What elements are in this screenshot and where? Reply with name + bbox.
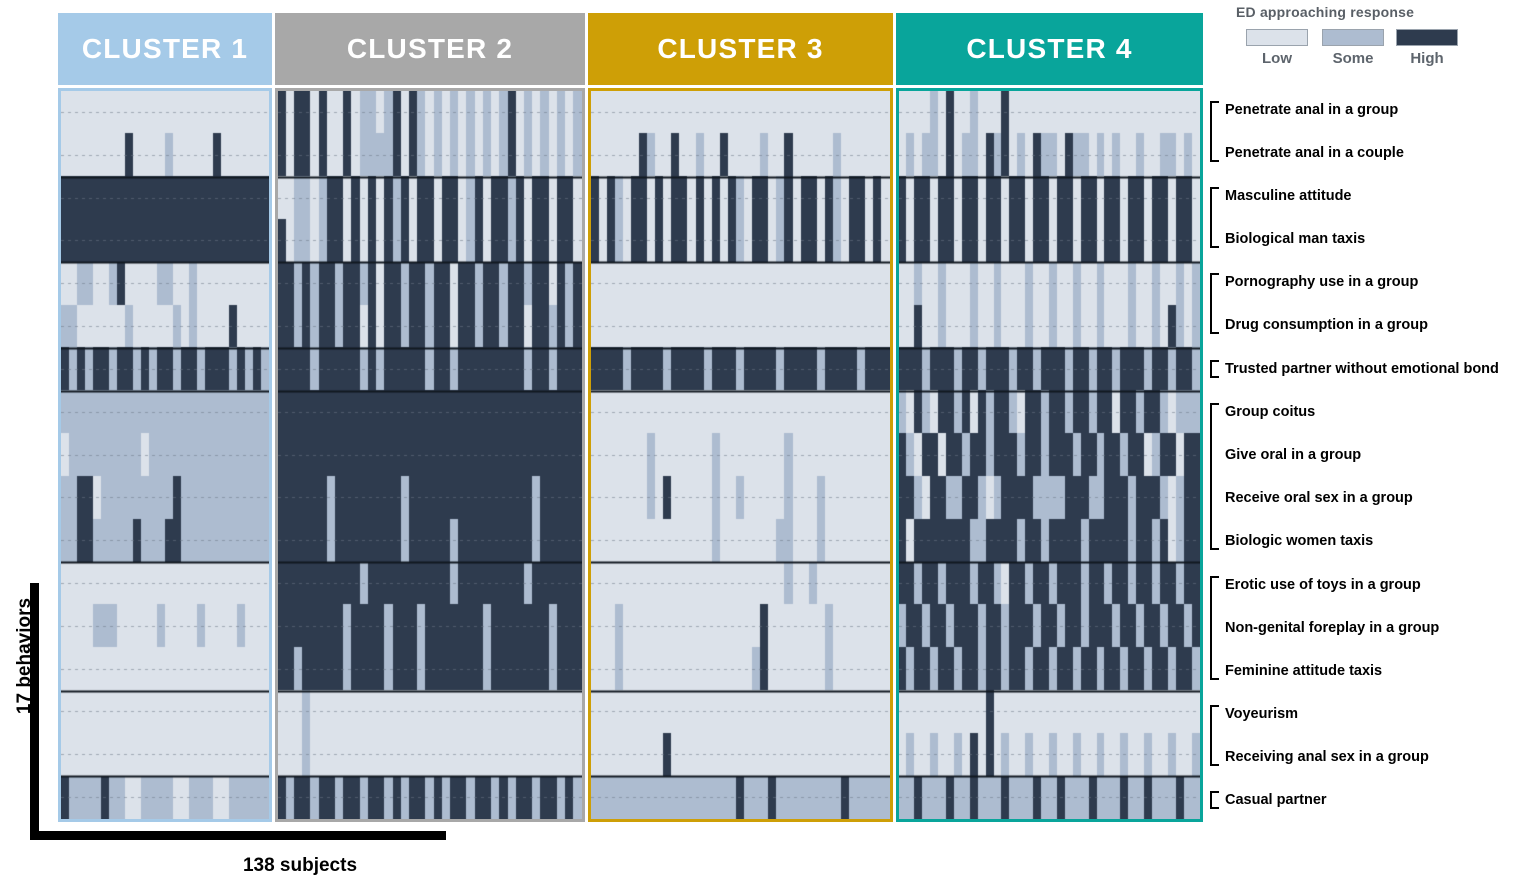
behavior-label-13: Feminine attitude taxis (1225, 662, 1383, 679)
legend-label-high: High (1410, 50, 1444, 67)
behavior-label-8: Give oral in a group (1225, 447, 1362, 463)
behavior-label-3: Biological man taxis (1225, 231, 1366, 248)
x-axis-label: 138 subjects (242, 855, 358, 876)
x-axis-line (30, 831, 446, 840)
y-axis-label: 17 behaviors (14, 597, 35, 715)
behavior-group-bracket-4 (1210, 402, 1219, 551)
legend-swatches: Low Some High (1236, 29, 1526, 69)
heatmap-cells-cluster-4 (899, 91, 1200, 819)
heatmap-panel-cluster-4[interactable] (896, 88, 1203, 822)
behavior-group-bracket-7 (1210, 791, 1219, 810)
legend-label-some: Some (1332, 50, 1374, 67)
heatmap-cells-cluster-3 (591, 91, 890, 819)
legend-title: ED approaching response (1236, 4, 1415, 20)
cluster-header-1[interactable]: CLUSTER 1 (58, 13, 272, 85)
behavior-label-10: Biologic women taxis (1225, 533, 1374, 550)
behavior-label-4: Pornography use in a group (1225, 274, 1419, 291)
behavior-label-9: Receive oral sex in a group (1225, 490, 1413, 507)
behavior-group-bracket-3 (1210, 359, 1219, 378)
heatmap-panel-cluster-2[interactable] (275, 88, 585, 822)
behavior-label-1: Penetrate anal in a couple (1225, 144, 1404, 161)
behavior-label-6: Trusted partner without emotional bond (1225, 360, 1499, 377)
behavior-group-bracket-6 (1210, 705, 1219, 767)
legend-swatch-low (1246, 29, 1308, 46)
behavior-label-7: Group coitus (1225, 403, 1316, 420)
behavior-label-5: Drug consumption in a group (1225, 317, 1428, 334)
heatmap-panel-cluster-3[interactable] (588, 88, 893, 822)
legend-label-low: Low (1262, 50, 1292, 67)
behavior-label-0: Penetrate anal in a group (1225, 101, 1399, 118)
legend-item-high: High (1396, 29, 1458, 67)
legend-item-low: Low (1246, 29, 1308, 67)
behavior-label-11: Erotic use of toys in a group (1225, 576, 1421, 593)
behavior-group-bracket-2 (1210, 273, 1219, 335)
cluster-header-label-2: CLUSTER 2 (346, 33, 514, 64)
behavior-label-14: Voyeurism (1225, 706, 1299, 723)
behavior-group-bracket-1 (1210, 186, 1219, 249)
legend-swatch-some (1322, 29, 1384, 46)
behavior-label-12: Non-genital foreplay in a group (1225, 619, 1440, 636)
y-axis-line (30, 583, 39, 840)
behavior-group-bracket-0 (1210, 100, 1219, 162)
heatmap-panel-cluster-1[interactable] (58, 88, 272, 822)
legend-item-some: Some (1322, 29, 1384, 67)
behavior-group-bracket-5 (1210, 575, 1219, 680)
behavior-label-16: Casual partner (1225, 792, 1327, 809)
cluster-header-label-3: CLUSTER 3 (657, 33, 824, 64)
cluster-header-2[interactable]: CLUSTER 2 (275, 13, 585, 85)
heatmap-cells-cluster-2 (278, 91, 582, 819)
legend: ED approaching response Low Some High (1236, 4, 1526, 69)
behavior-label-2: Masculine attitude (1225, 187, 1352, 204)
cluster-header-label-4: CLUSTER 4 (966, 33, 1133, 64)
behavior-label-15: Receiving anal sex in a group (1225, 749, 1429, 766)
cluster-header-3[interactable]: CLUSTER 3 (588, 13, 893, 85)
cluster-header-4[interactable]: CLUSTER 4 (896, 13, 1203, 85)
legend-swatch-high (1396, 29, 1458, 46)
heatmap-cells-cluster-1 (61, 91, 269, 819)
cluster-header-label-1: CLUSTER 1 (81, 33, 249, 64)
